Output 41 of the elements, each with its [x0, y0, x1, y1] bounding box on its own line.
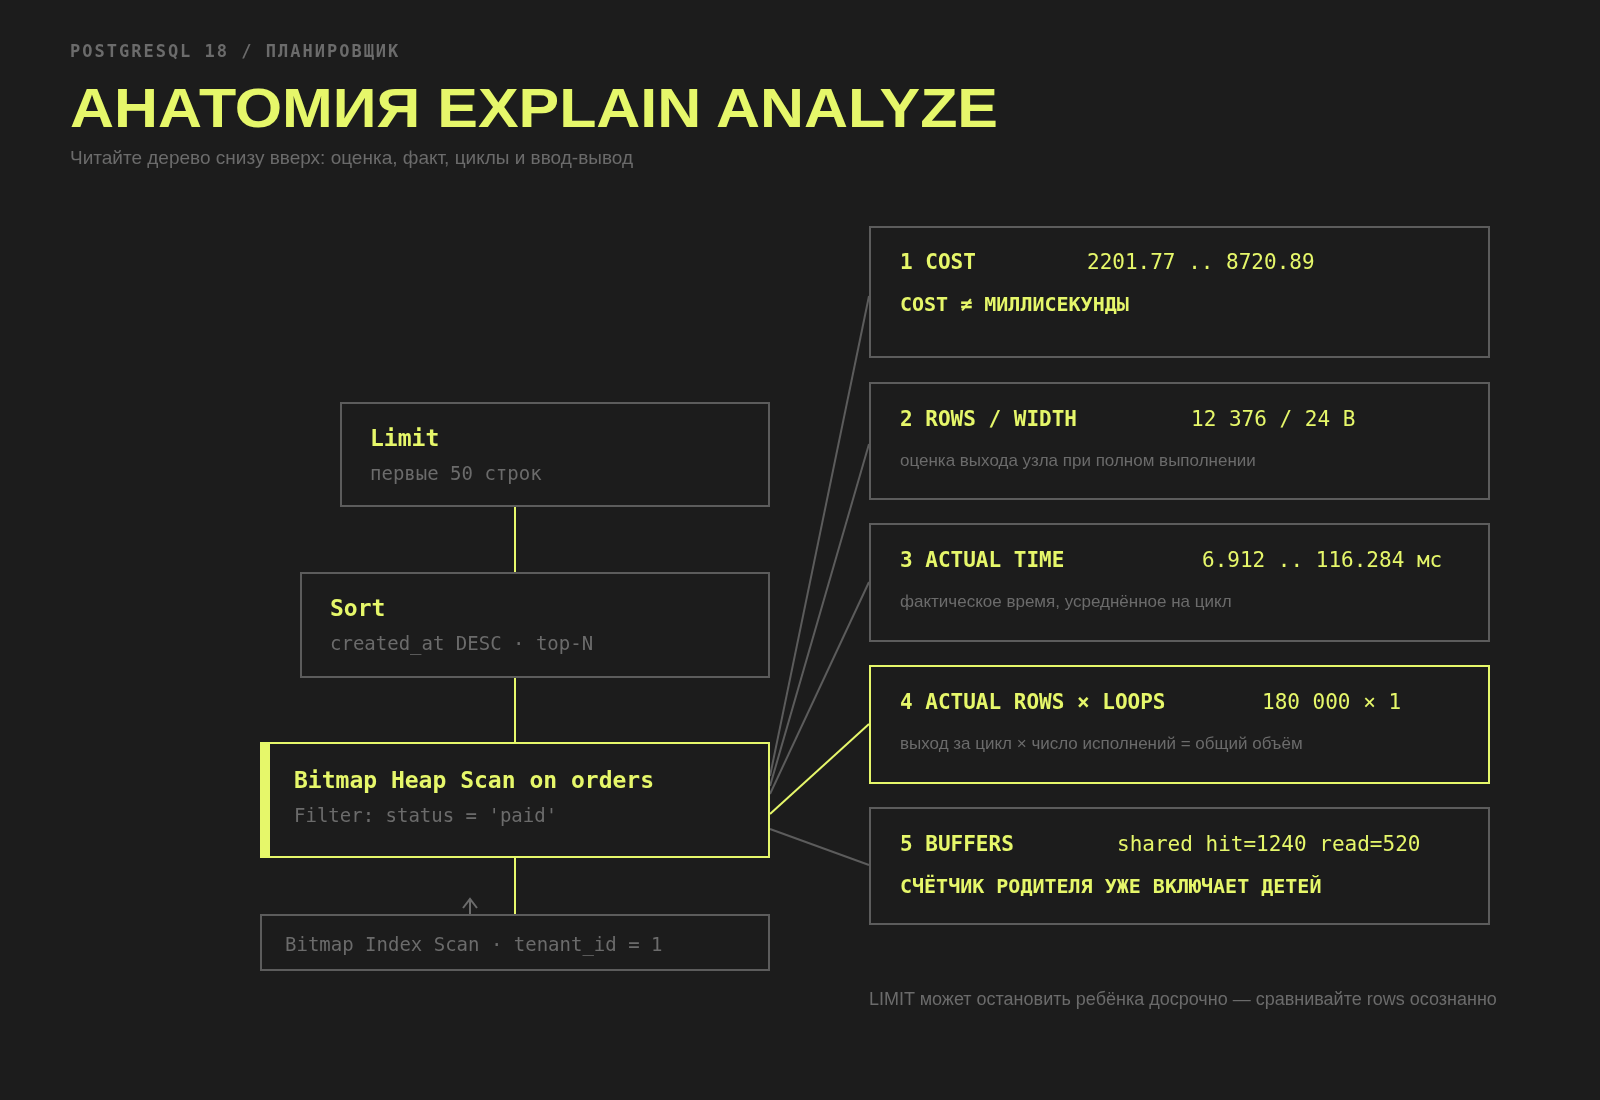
subtitle-text: Читайте дерево снизу вверх: оценка, факт, циклы и ввод-вывод	[70, 147, 633, 169]
node-title: Sort	[330, 594, 386, 622]
warning-note: СЧЁТЧИК РОДИТЕЛЯ УЖЕ ВКЛЮЧАЕТ ДЕТЕЙ	[900, 873, 1322, 899]
plan-node-box	[260, 742, 770, 858]
diagram-title: АНАТОМИЯ EXPLAIN ANALYZE	[70, 78, 998, 138]
node-title: Limit	[370, 424, 440, 452]
connector-line	[514, 677, 516, 743]
metric-value: 2201.77 .. 8720.89	[1087, 249, 1315, 275]
metric-card	[869, 382, 1490, 500]
node-detail: первые 50 строк	[370, 461, 542, 485]
warning-note: COST ≠ МИЛЛИСЕКУНДЫ	[900, 291, 1129, 317]
metric-value: 6.912 .. 116.284 мс	[1202, 547, 1443, 573]
metric-name: 3 ACTUAL TIME	[900, 547, 1065, 573]
connector-line	[514, 857, 516, 915]
metric-name: 5 BUFFERS	[900, 831, 1014, 857]
node-detail: Filter: status = 'paid'	[294, 803, 558, 827]
connector-line	[514, 506, 516, 573]
metric-description: выход за цикл × число исполнений = общий объём	[900, 733, 1303, 755]
metric-description: фактическое время, усреднённое на цикл	[900, 591, 1232, 613]
metric-name: 4 ACTUAL ROWS × LOOPS	[900, 689, 1166, 715]
node-title: Bitmap Index Scan · tenant_id = 1	[285, 932, 663, 956]
metric-card	[869, 226, 1490, 358]
plan-node-box	[340, 402, 770, 507]
metric-name: 2 ROWS / WIDTH	[900, 406, 1077, 432]
plan-node-box	[260, 914, 770, 971]
plan-node-box	[300, 572, 770, 678]
kicker-text: POSTGRESQL 18 / ПЛАНИРОВЩИК	[70, 41, 401, 61]
metric-card	[869, 665, 1490, 784]
metric-value: shared hit=1240 read=520	[1117, 831, 1421, 857]
leader-line	[769, 581, 870, 795]
metric-card	[869, 807, 1490, 925]
leader-line	[769, 828, 870, 866]
metric-name: 1 COST	[900, 249, 976, 275]
node-title: Bitmap Heap Scan on orders	[294, 766, 655, 794]
metric-description: оценка выхода узла при полном выполнении	[900, 450, 1256, 472]
footnote-text: LIMIT может остановить ребёнка досрочно — сравнивайте rows осознанно	[869, 989, 1497, 1010]
metric-value: 180 000 × 1	[1262, 689, 1402, 715]
metric-card	[869, 523, 1490, 642]
metric-value: 12 376 / 24 B	[1191, 406, 1356, 432]
leader-line	[769, 723, 870, 815]
node-detail: created_at DESC · top-N	[330, 631, 594, 655]
